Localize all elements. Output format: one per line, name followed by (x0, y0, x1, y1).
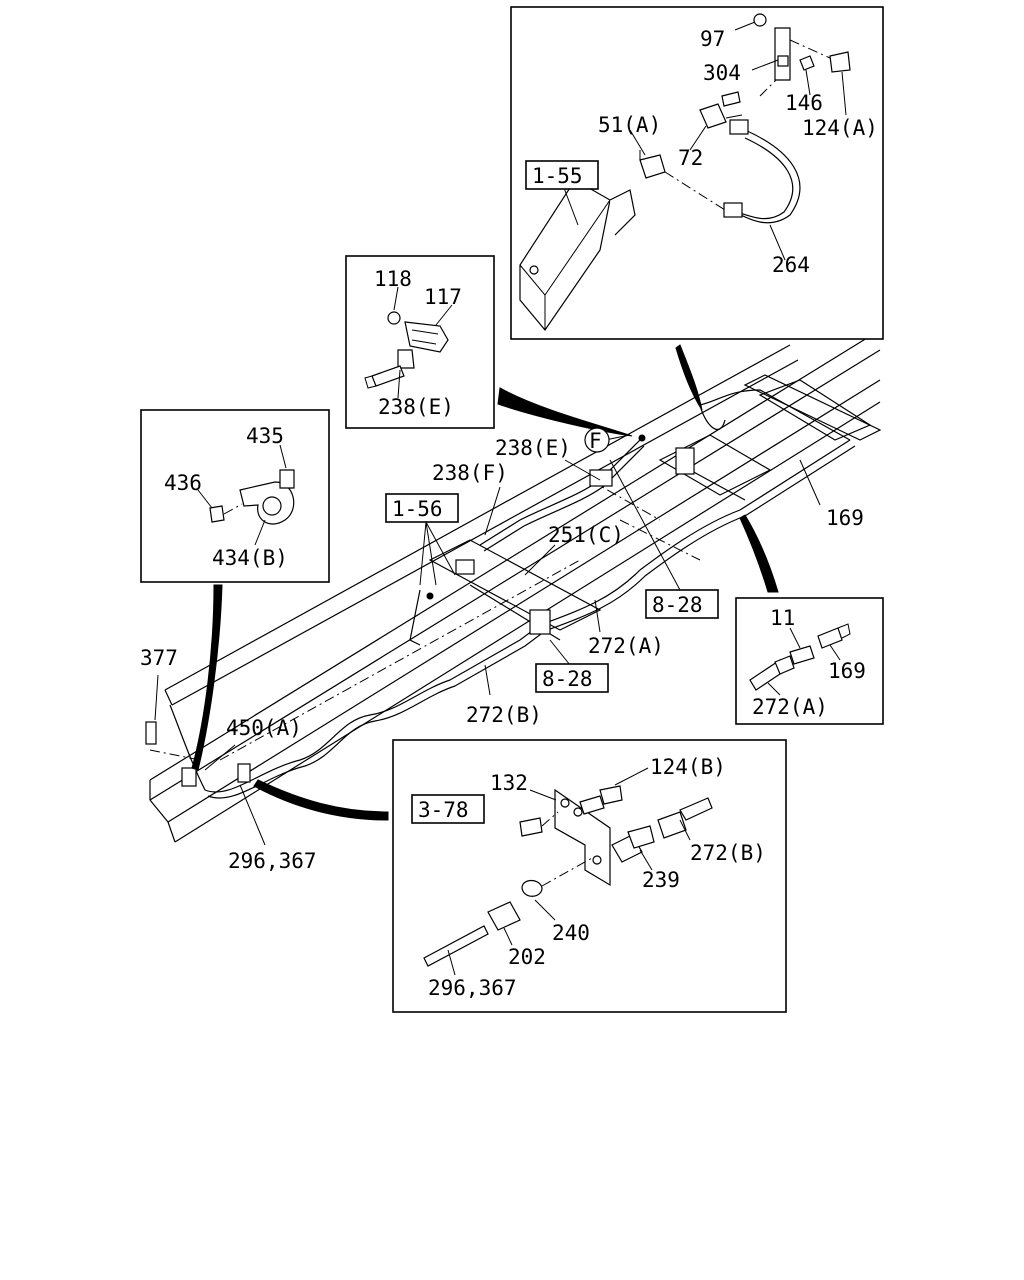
chassis-frame (145, 329, 882, 843)
callout-238f: 238(F) (432, 461, 508, 485)
callout-239: 239 (642, 868, 680, 892)
callout-450a: 450(A) (226, 716, 302, 740)
callout-51a: 51(A) (598, 113, 661, 137)
callout-272a: 272(A) (588, 634, 664, 658)
inset-bracket: 132 124(B) 3-78 272(B) 239 240 202 296,3… (392, 739, 787, 1013)
callout-272b: 272(B) (466, 703, 542, 727)
ref-box-1-56[interactable] (385, 493, 459, 523)
callout-169-inset: 169 (828, 659, 866, 683)
callout-3-78[interactable]: 3-78 (418, 798, 469, 822)
inset-union: 11 169 272(A) (735, 597, 884, 725)
main-leaders (154, 434, 821, 846)
callout-124a: 124(A) (802, 116, 878, 140)
ref-box-8-28-b[interactable] (535, 663, 609, 693)
ref-box-8-28-a[interactable] (645, 589, 719, 619)
reference-F-marker (584, 427, 610, 453)
ref-box-3-78[interactable] (411, 794, 485, 824)
callout-296-367-inset: 296,367 (428, 976, 517, 1000)
callout-238e-inset: 238(E) (378, 395, 454, 419)
callout-132: 132 (490, 771, 528, 795)
callout-1-55[interactable]: 1-55 (532, 164, 583, 188)
callout-272b-inset: 272(B) (690, 841, 766, 865)
callout-146: 146 (785, 91, 823, 115)
callout-296-367: 296,367 (228, 849, 317, 873)
callout-169: 169 (826, 506, 864, 530)
callout-1-56[interactable]: 1-56 (392, 497, 443, 521)
ref-box-1-55[interactable] (525, 160, 599, 190)
callout-272a-inset: 272(A) (752, 695, 828, 719)
callout-8-28-a[interactable]: 8-28 (652, 593, 703, 617)
callout-202: 202 (508, 945, 546, 969)
main-labels: F 238(E) 238(F) 1-56 169 251(C) 8-28 272… (140, 427, 864, 873)
callout-240: 240 (552, 921, 590, 945)
callout-8-28-b[interactable]: 8-28 (542, 667, 593, 691)
callout-304: 304 (703, 61, 741, 85)
callout-377: 377 (140, 646, 178, 670)
inset-pointers (191, 344, 779, 821)
callout-436: 436 (164, 471, 202, 495)
callout-117: 117 (424, 285, 462, 309)
callout-238e: 238(E) (495, 436, 571, 460)
inset-clamp: 435 436 434(B) (140, 409, 330, 583)
callout-72: 72 (678, 146, 703, 170)
callout-F: F (589, 429, 602, 453)
callout-97: 97 (700, 27, 725, 51)
inset-tee-connector: 118 117 238(E) (345, 255, 495, 429)
callout-435: 435 (246, 424, 284, 448)
callout-11: 11 (770, 606, 795, 630)
inset-tank-connection: 97 304 146 124(A) 51(A) 72 1-55 264 (510, 6, 884, 340)
callout-124b: 124(B) (650, 755, 726, 779)
callout-251c: 251(C) (548, 523, 624, 547)
callout-118: 118 (374, 267, 412, 291)
callout-434b: 434(B) (212, 546, 288, 570)
callout-264: 264 (772, 253, 810, 277)
